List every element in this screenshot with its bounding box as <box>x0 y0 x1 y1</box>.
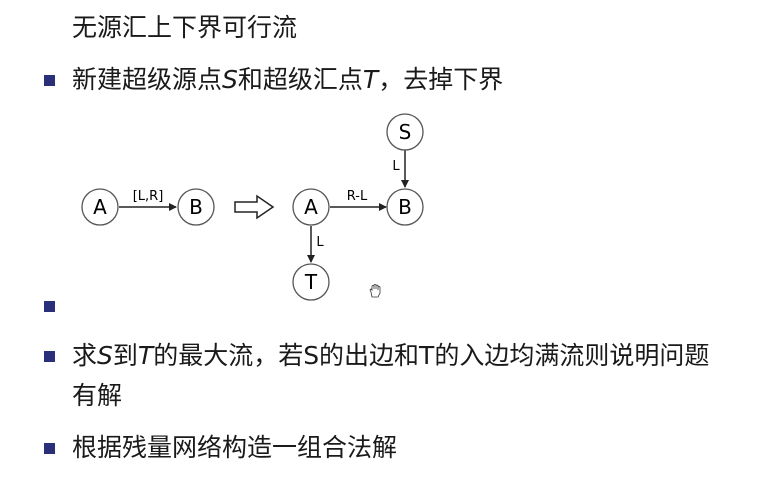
node-a-circle <box>81 188 119 226</box>
edge-at-label: L <box>316 235 324 250</box>
bullet-text: 求S到T的最大流，若S的出边和T的入边均满流则说明问题 <box>72 341 710 370</box>
square-bullet-icon <box>44 351 55 362</box>
node-a-label-right: A <box>304 195 318 219</box>
node-b-circle <box>177 188 215 226</box>
square-bullet-icon <box>44 75 55 86</box>
square-bullet-icon <box>44 443 55 454</box>
node-a-circle-right <box>292 188 330 226</box>
bullet-text: 根据残量网络构造一组合法解 <box>72 433 398 462</box>
diagram-svg: A B [L,R] S A B T R-L <box>81 113 424 301</box>
node-b-label: B <box>189 195 203 219</box>
node-s-circle <box>386 113 424 151</box>
node-b-label-right: B <box>398 195 412 219</box>
bullet-text-continuation: 有解 <box>72 381 123 410</box>
hand-cursor-icon <box>369 284 381 298</box>
square-bullet-icon <box>44 301 55 312</box>
edge-a-b-label: [L,R] <box>133 189 164 204</box>
flow-network-diagram: A B [L,R] S A B T R-L <box>75 108 445 308</box>
node-t-circle <box>292 263 330 301</box>
slide-heading: 无源汇上下界可行流 <box>72 13 298 42</box>
edge-sb-label: L <box>392 159 400 174</box>
transform-arrow-icon <box>234 194 275 220</box>
left-graph: A B [L,R] <box>81 188 215 226</box>
node-s-label: S <box>399 120 412 144</box>
bullet-text: 新建超级源点S和超级汇点T，去掉下界 <box>72 65 504 94</box>
node-b-circle-right <box>386 188 424 226</box>
node-a-label: A <box>93 195 107 219</box>
node-t-label: T <box>304 270 318 294</box>
right-graph: S A B T R-L L L <box>292 113 424 301</box>
edge-ab-label-right: R-L <box>347 189 368 204</box>
